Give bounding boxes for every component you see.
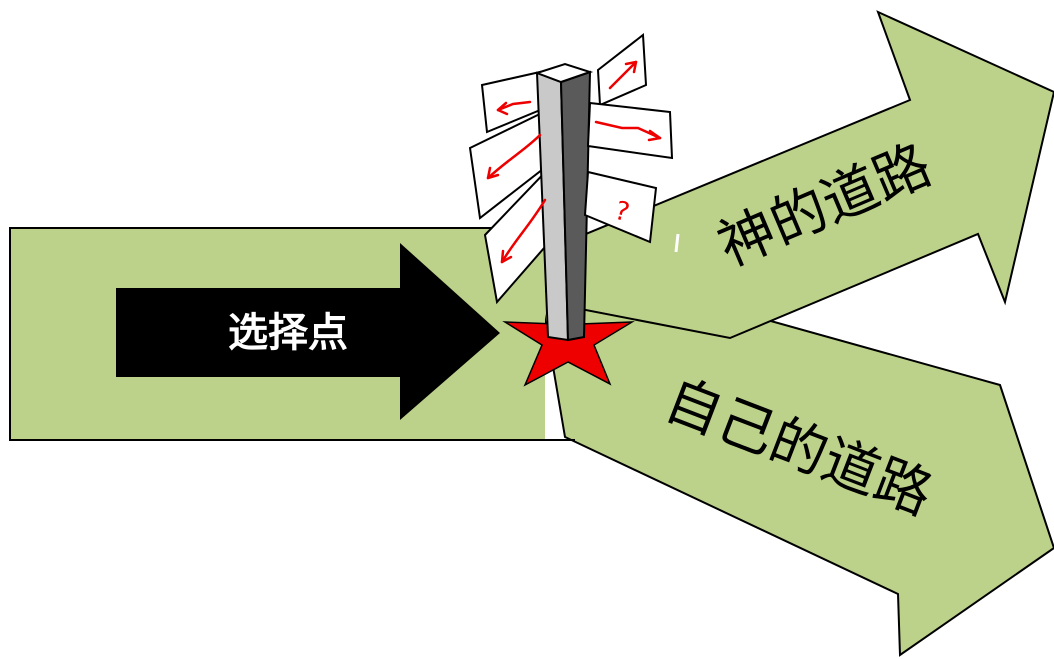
sign-board xyxy=(586,101,674,160)
choice-point-arrow xyxy=(116,243,500,420)
tick-mark xyxy=(674,233,680,253)
main-path-outline xyxy=(9,227,575,441)
signpost-top xyxy=(533,62,594,84)
gods-way-arrow xyxy=(533,10,1054,340)
sign-arrow-icon xyxy=(608,60,638,90)
sign-arrow-icon xyxy=(647,129,662,142)
sign-arrow-icon xyxy=(496,101,509,116)
sign-arrow-icon xyxy=(624,60,638,74)
sign-board xyxy=(583,170,658,244)
signpost-icon: ? xyxy=(468,33,674,342)
star-icon xyxy=(502,304,635,387)
sign-arrow-icon xyxy=(500,249,513,264)
choice-point-label: 选择点 xyxy=(228,310,348,356)
sign-arrow-icon xyxy=(486,166,500,180)
sign-board xyxy=(596,33,648,107)
sign-arrow-icon xyxy=(486,133,542,180)
sign-arrow-icon xyxy=(594,120,662,140)
sign-arrow-icon xyxy=(500,198,547,264)
sign-arrow-icon xyxy=(496,100,532,112)
